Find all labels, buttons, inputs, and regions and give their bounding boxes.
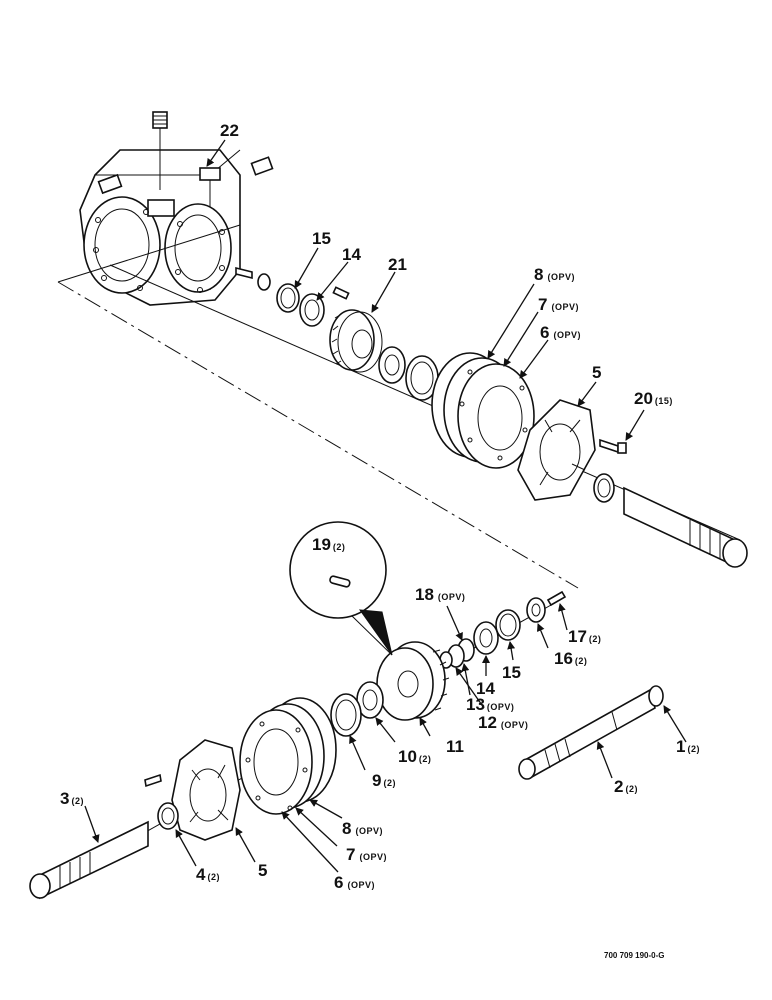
- callout-7-upper: 7(OPV): [538, 295, 579, 314]
- shim-flange-lower-part: [239, 697, 337, 815]
- callout-16: 16(2): [554, 649, 587, 668]
- leader-lines: [84, 139, 687, 873]
- detail-circle-19: [289, 521, 393, 656]
- seal-upper-part: [593, 473, 615, 503]
- callout-8-lower: 8(OPV): [342, 819, 383, 838]
- bevel-gear-11-part: [376, 641, 450, 721]
- callout-17: 17(2): [568, 627, 601, 646]
- callout-labels: 22 15 14 21 8(OPV) 7(OPV) 6(OPV) 5 20(15…: [60, 121, 700, 892]
- callout-6-lower: 6(OPV): [334, 873, 375, 892]
- callout-1: 1(2): [676, 737, 700, 756]
- bearing-upper-part: [299, 293, 325, 327]
- callout-8-upper: 8(OPV): [534, 265, 575, 284]
- seal-4-part: [157, 802, 179, 830]
- callout-9: 9(2): [372, 771, 396, 790]
- snap-ring-upper-part: [276, 283, 300, 313]
- bolt-lower-part: [144, 773, 162, 788]
- bolt-17-part: [546, 590, 567, 607]
- drawing-number: 700 709 190-0-G: [604, 951, 665, 960]
- callout-14-lower: 14: [476, 679, 495, 698]
- callout-13: 13(OPV): [466, 695, 514, 714]
- callout-7-lower: 7(OPV): [346, 845, 387, 864]
- callout-2: 2(2): [614, 777, 638, 796]
- callout-20: 20(15): [634, 389, 673, 408]
- side-plug-part: [250, 156, 274, 176]
- bearing-lower-part: [473, 621, 499, 655]
- snap-ring-lower-part: [495, 609, 521, 641]
- callout-22: 22: [220, 121, 239, 140]
- snap-ring-1-part: [648, 685, 664, 707]
- bearing-mid-part: [378, 346, 406, 384]
- shaft-2-part: [518, 688, 656, 780]
- upper-assembly: [57, 111, 748, 589]
- callout-11: 11: [446, 737, 464, 756]
- bearing-cover-lower-part: [171, 739, 241, 841]
- callout-6-upper: 6(OPV): [540, 323, 581, 342]
- callout-14-upper: 14: [342, 245, 361, 264]
- callout-3: 3(2): [60, 789, 84, 808]
- bolt-upper-part: [235, 266, 271, 291]
- bearing-cup-part: [405, 355, 439, 401]
- bearing-cup-9-part: [330, 693, 362, 737]
- callout-15-lower: 15: [502, 663, 521, 682]
- top-plug-part: [152, 111, 168, 129]
- callout-12: 12(OPV): [478, 713, 528, 732]
- washer-16-part: [526, 597, 546, 623]
- callout-5-lower: 5: [258, 861, 267, 880]
- bearing-cover-upper-part: [517, 399, 596, 501]
- callout-19: 19(2): [312, 535, 345, 554]
- callout-5-upper: 5: [592, 363, 601, 382]
- gear-21-part: [329, 309, 383, 373]
- shaft-upper-part: [623, 486, 748, 568]
- callout-18: 18(OPV): [415, 585, 465, 604]
- callout-21: 21: [388, 255, 407, 274]
- bolt-20-part: [599, 438, 627, 454]
- shaft-3-part: [29, 820, 149, 900]
- lower-assembly: [29, 521, 664, 900]
- spacer-rings-part: [439, 638, 475, 669]
- callout-15-upper: 15: [312, 229, 331, 248]
- callout-10: 10(2): [398, 747, 431, 766]
- gearbox-housing-part: [79, 149, 241, 306]
- shim-flange-upper-part: [431, 352, 535, 469]
- callout-4: 4(2): [196, 865, 220, 884]
